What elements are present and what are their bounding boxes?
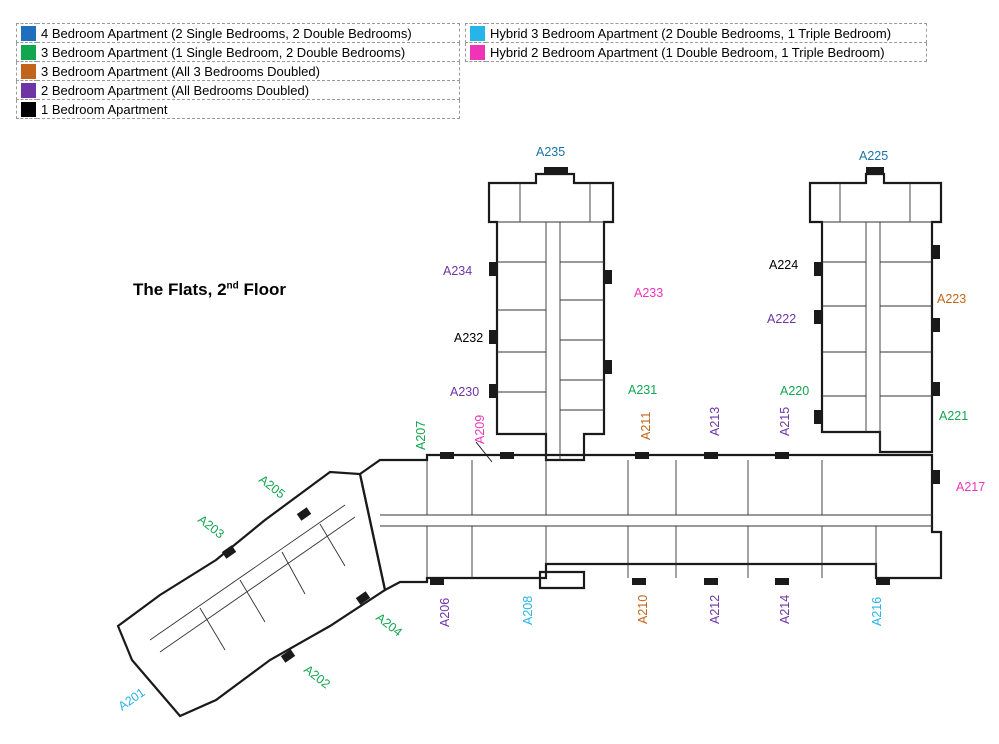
unit-label-a209: A209: [473, 415, 487, 444]
unit-label-a206: A206: [438, 598, 452, 627]
legend-swatch: [21, 64, 36, 80]
unit-label-a202: A202: [301, 662, 333, 691]
legend-label: Hybrid 3 Bedroom Apartment (2 Double Bed…: [486, 23, 927, 43]
unit-label-a210: A210: [636, 595, 650, 624]
legend-label: 3 Bedroom Apartment (All 3 Bedrooms Doub…: [37, 61, 460, 81]
legend-row: Hybrid 3 Bedroom Apartment (2 Double Bed…: [465, 23, 927, 43]
legend-row: 1 Bedroom Apartment: [16, 99, 460, 119]
unit-labels: A235 A225 A224 A234 A233 A223 A222 A232 …: [116, 145, 986, 713]
legend-swatch: [21, 102, 36, 118]
legend-swatch: [470, 26, 485, 42]
unit-label-a224: A224: [769, 258, 798, 272]
legend-right: Hybrid 3 Bedroom Apartment (2 Double Bed…: [465, 23, 927, 62]
legend-swatch: [21, 45, 36, 61]
unit-label-a215: A215: [778, 407, 792, 436]
unit-label-a204: A204: [373, 610, 405, 639]
unit-label-a217: A217: [956, 480, 985, 494]
floor-title: The Flats, 2nd Floor: [133, 280, 286, 299]
legend-label: 1 Bedroom Apartment: [37, 99, 460, 119]
unit-label-a203: A203: [195, 512, 227, 541]
unit-label-a235: A235: [536, 145, 565, 159]
unit-label-a220: A220: [780, 384, 809, 398]
legend-row: Hybrid 2 Bedroom Apartment (1 Double Bed…: [465, 42, 927, 62]
legend-label: 2 Bedroom Apartment (All Bedrooms Double…: [37, 80, 460, 100]
unit-label-a223: A223: [937, 292, 966, 306]
unit-label-a234: A234: [443, 264, 472, 278]
unit-label-a201: A201: [116, 685, 148, 713]
unit-label-a214: A214: [778, 595, 792, 624]
unit-label-a232: A232: [454, 331, 483, 345]
unit-label-a222: A222: [767, 312, 796, 326]
interior-walls: [149, 183, 932, 653]
unit-label-a211: A211: [639, 412, 653, 440]
unit-label-a230: A230: [450, 385, 479, 399]
leader-line: [475, 441, 493, 463]
unit-label-a233: A233: [634, 286, 663, 300]
unit-label-a205: A205: [256, 472, 288, 501]
unit-label-a207: A207: [414, 421, 428, 450]
legend-row: 2 Bedroom Apartment (All Bedrooms Double…: [16, 80, 460, 100]
unit-label-a221: A221: [939, 409, 968, 423]
building-outline: [116, 172, 943, 718]
legend-swatch: [21, 26, 36, 42]
unit-label-a213: A213: [708, 407, 722, 436]
legend-swatch: [470, 45, 485, 61]
legend-label: Hybrid 2 Bedroom Apartment (1 Double Bed…: [486, 42, 927, 62]
legend-row: 3 Bedroom Apartment (All 3 Bedrooms Doub…: [16, 61, 460, 81]
unit-label-a216: A216: [870, 597, 884, 626]
window-marks: [221, 167, 940, 663]
unit-label-a212: A212: [708, 595, 722, 624]
unit-label-a225: A225: [859, 149, 888, 163]
unit-label-a208: A208: [521, 596, 535, 625]
legend-left: 4 Bedroom Apartment (2 Single Bedrooms, …: [16, 23, 460, 119]
legend-swatch: [21, 83, 36, 99]
unit-label-a231: A231: [628, 383, 657, 397]
